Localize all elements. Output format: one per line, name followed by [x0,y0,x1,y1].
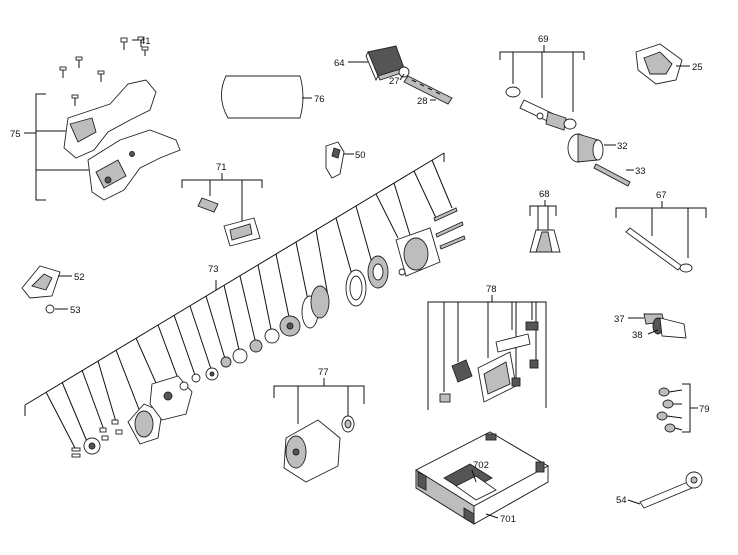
label-33: 33 [635,166,646,177]
part-38-adapter: 38 [632,317,687,341]
label-38: 38 [632,330,643,341]
part-73-gear-train: 73 [24,152,466,458]
label-69: 69 [538,34,549,45]
part-25-gear-cover: 25 [635,43,703,85]
part-68-jaws: 68 [529,189,561,253]
label-53: 53 [70,305,81,316]
label-701: 701 [500,514,516,525]
label-50: 50 [355,150,366,161]
part-79-screws: 79 [656,383,710,433]
label-28: 28 [417,96,428,107]
part-78-electronics: 78 [427,284,547,410]
label-52: 52 [74,272,85,283]
part-53-screw: 53 [45,304,81,316]
label-27: 27 [389,76,400,87]
label-37: 37 [614,314,625,325]
label-68: 68 [539,189,550,200]
label-78: 78 [486,284,497,295]
part-54-wrench: 54 [616,471,703,509]
part-67-shaft: 67 [615,190,707,273]
label-75: 75 [10,129,21,140]
part-52-bracket: 52 [21,265,85,299]
label-41: 41 [140,36,151,47]
label-702: 702 [473,460,489,471]
label-73: 73 [208,264,219,275]
label-79: 79 [699,404,710,415]
label-25: 25 [692,62,703,73]
label-54: 54 [616,495,627,506]
label-77: 77 [318,367,329,378]
part-41-screws: 41 [59,36,151,106]
label-32: 32 [617,141,628,152]
label-76: 76 [314,94,325,105]
label-71: 71 [216,162,227,173]
part-77-motor: 77 [273,367,365,483]
part-33-screw: 33 [593,163,646,187]
part-71-switch-set: 71 [181,162,263,247]
part-76-label: 76 [221,75,325,119]
part-50-trigger: 50 [325,141,366,179]
label-67: 67 [656,190,667,201]
part-32-chuck: 32 [567,133,628,163]
part-701-carry-case: 702 701 [415,431,549,525]
part-69-spindle-set: 69 [499,34,585,131]
part-64-motor-block: 64 27 28 [334,45,453,107]
label-64: 64 [334,58,345,69]
part-75-housing: 75 [10,79,181,201]
